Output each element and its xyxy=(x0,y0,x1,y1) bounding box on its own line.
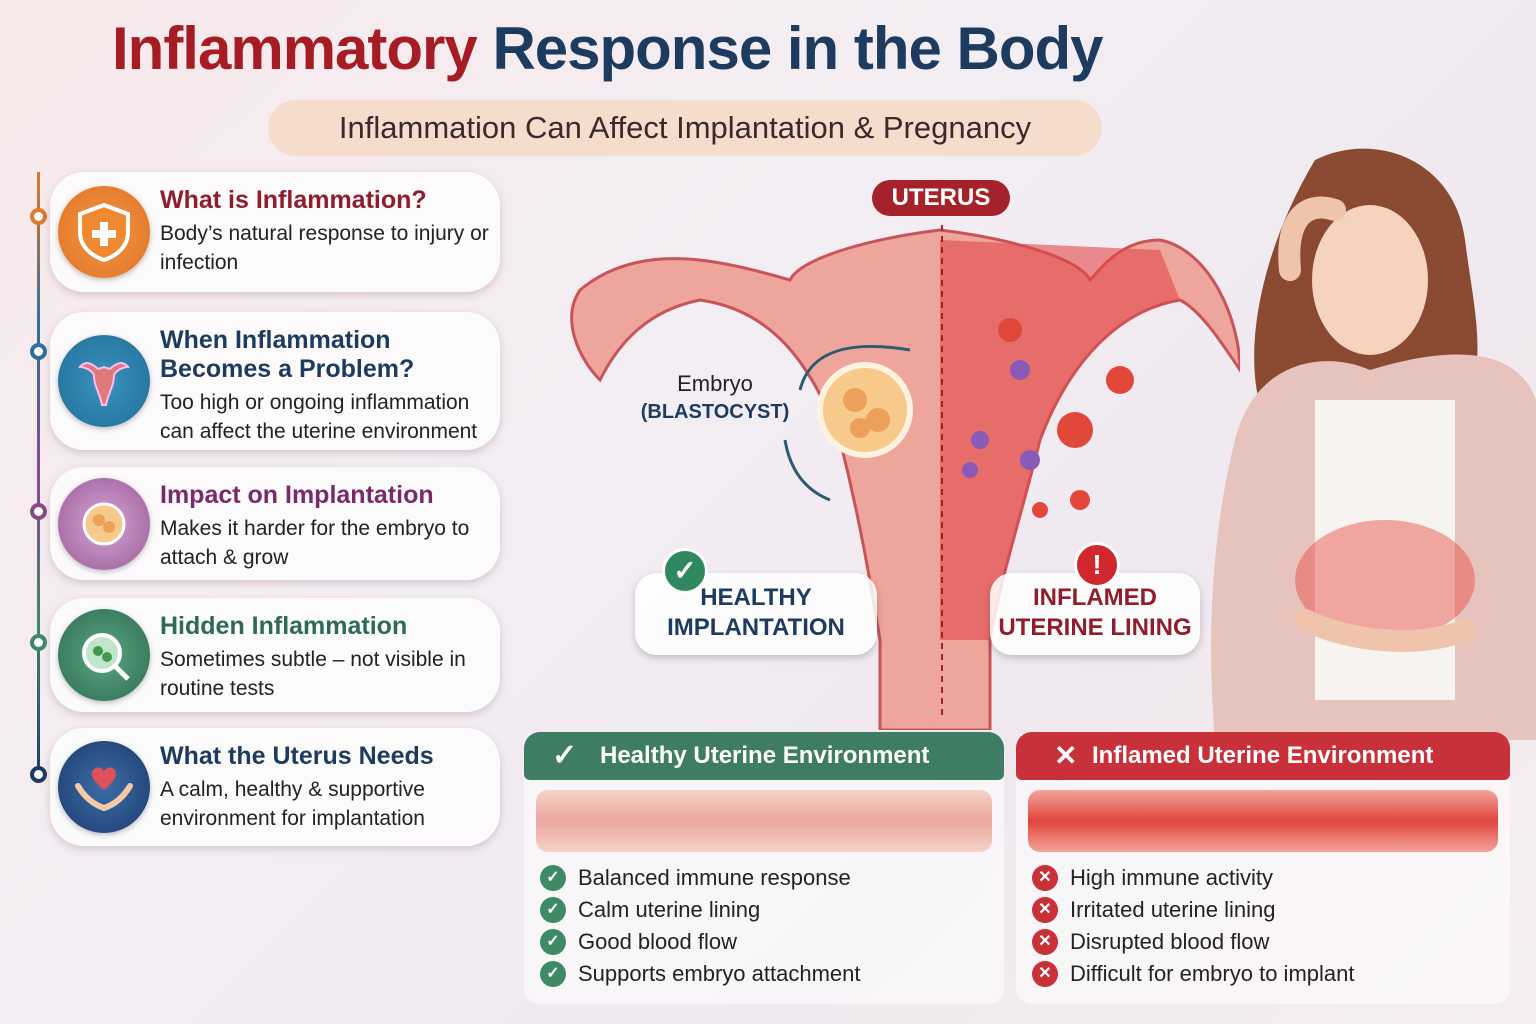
embryo-icon xyxy=(58,477,150,570)
timeline-dot xyxy=(30,208,47,225)
list-item: ✓Calm uterine lining xyxy=(540,894,1004,926)
x-icon: ✕ xyxy=(1054,740,1078,771)
healthy-lining-image xyxy=(536,790,992,852)
shield-plus-icon xyxy=(58,186,150,278)
x-icon: ✕ xyxy=(1032,897,1058,923)
alert-icon: ! xyxy=(1074,542,1120,588)
timeline-dot xyxy=(30,766,47,783)
timeline-line xyxy=(37,172,40,782)
immune-cells xyxy=(962,360,1040,478)
timeline-dot xyxy=(30,503,47,520)
list-item: ✕Irritated uterine lining xyxy=(1032,894,1510,926)
woman-illustration xyxy=(1211,148,1536,740)
timeline-dot xyxy=(30,634,47,651)
timeline-dot xyxy=(30,343,47,360)
uterus-illustration xyxy=(570,225,1240,730)
arrow-icon xyxy=(798,344,911,391)
healthy-panel-header: ✓Healthy Uterine Environment xyxy=(524,732,1004,780)
check-icon: ✓ xyxy=(540,865,566,891)
check-icon: ✓ xyxy=(540,897,566,923)
list-item: ✕Disrupted blood flow xyxy=(1032,926,1510,958)
check-icon: ✓ xyxy=(552,739,578,772)
embryo-label: Embryo(BLASTOCYST) xyxy=(640,371,790,423)
list-item: ✓Balanced immune response xyxy=(540,862,1004,894)
card-what-is-inflammation: What is Inflammation?Body’s natural resp… xyxy=(50,172,500,292)
inflamed-panel-header: ✕Inflamed Uterine Environment xyxy=(1016,732,1510,780)
inflamed-lining-image xyxy=(1028,790,1498,852)
healthy-environment-panel: ✓Healthy Uterine Environment ✓Balanced i… xyxy=(524,732,1004,1004)
page-title: Inflammatory Response in the Body xyxy=(112,15,1104,82)
check-icon: ✓ xyxy=(540,961,566,987)
cell-magnifier-icon xyxy=(58,609,150,701)
list-item: ✕High immune activity xyxy=(1032,862,1510,894)
heart-hands-icon xyxy=(58,741,150,833)
blastocyst xyxy=(817,362,913,458)
check-icon: ✓ xyxy=(662,548,708,594)
x-icon: ✕ xyxy=(1032,865,1058,891)
list-item: ✓Supports embryo attachment xyxy=(540,958,1004,990)
check-icon: ✓ xyxy=(540,929,566,955)
x-icon: ✕ xyxy=(1032,929,1058,955)
inflamed-environment-panel: ✕Inflamed Uterine Environment ✕High immu… xyxy=(1016,732,1510,1004)
inflamed-cells xyxy=(998,318,1134,518)
subtitle-banner: Inflammation Can Affect Implantation & P… xyxy=(268,100,1102,156)
list-item: ✓Good blood flow xyxy=(540,926,1004,958)
uterus-label: UTERUS xyxy=(872,180,1010,216)
card-when-inflammation-problem: When Inflammation Becomes a Problem?Too … xyxy=(50,312,500,450)
list-item: ✕Difficult for embryo to implant xyxy=(1032,958,1510,990)
uterus-icon xyxy=(58,335,150,427)
x-icon: ✕ xyxy=(1032,961,1058,987)
inflamed-half xyxy=(940,240,1180,640)
arrow-icon xyxy=(783,439,831,502)
